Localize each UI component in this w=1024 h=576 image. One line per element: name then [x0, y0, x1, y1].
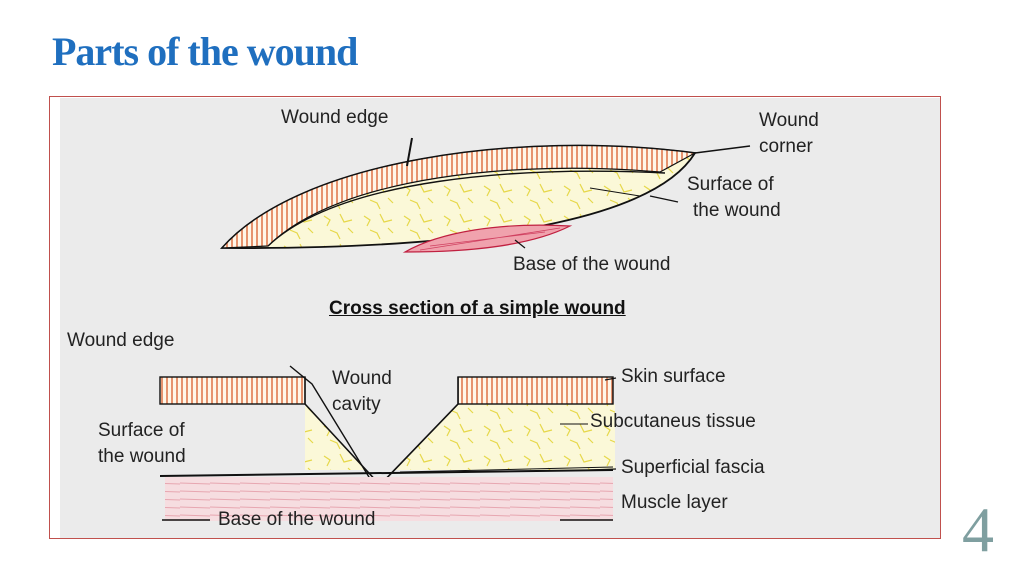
label-surface-top-2: the wound	[693, 200, 781, 221]
label-wound-cavity-2: cavity	[332, 394, 381, 415]
label-surface-top-1: Surface of	[687, 174, 774, 195]
label-subcutaneous: Subcutaneus tissue	[590, 411, 756, 432]
slide-title: Parts of the wound	[52, 29, 358, 74]
label-wound-corner-2: corner	[759, 136, 813, 157]
label-wound-edge-cross: Wound edge	[67, 330, 175, 351]
label-wound-edge-top: Wound edge	[281, 107, 389, 128]
cross-section-diagram	[159, 365, 617, 521]
cross-section-caption: Cross section of a simple wound	[329, 298, 626, 319]
label-skin-surface: Skin surface	[621, 366, 726, 387]
label-surface-cross-2: the wound	[98, 446, 186, 467]
label-base-cross: Base of the wound	[218, 509, 376, 530]
label-wound-corner-1: Wound	[759, 110, 819, 131]
top-wound-shape	[220, 137, 751, 253]
label-base-top: Base of the wound	[513, 254, 671, 275]
label-wound-cavity-1: Wound	[332, 368, 392, 389]
label-muscle-layer: Muscle layer	[621, 492, 728, 513]
page-number: 4	[962, 494, 994, 565]
label-surface-cross-1: Surface of	[98, 420, 185, 441]
label-superficial-fascia: Superficial fascia	[621, 457, 765, 478]
